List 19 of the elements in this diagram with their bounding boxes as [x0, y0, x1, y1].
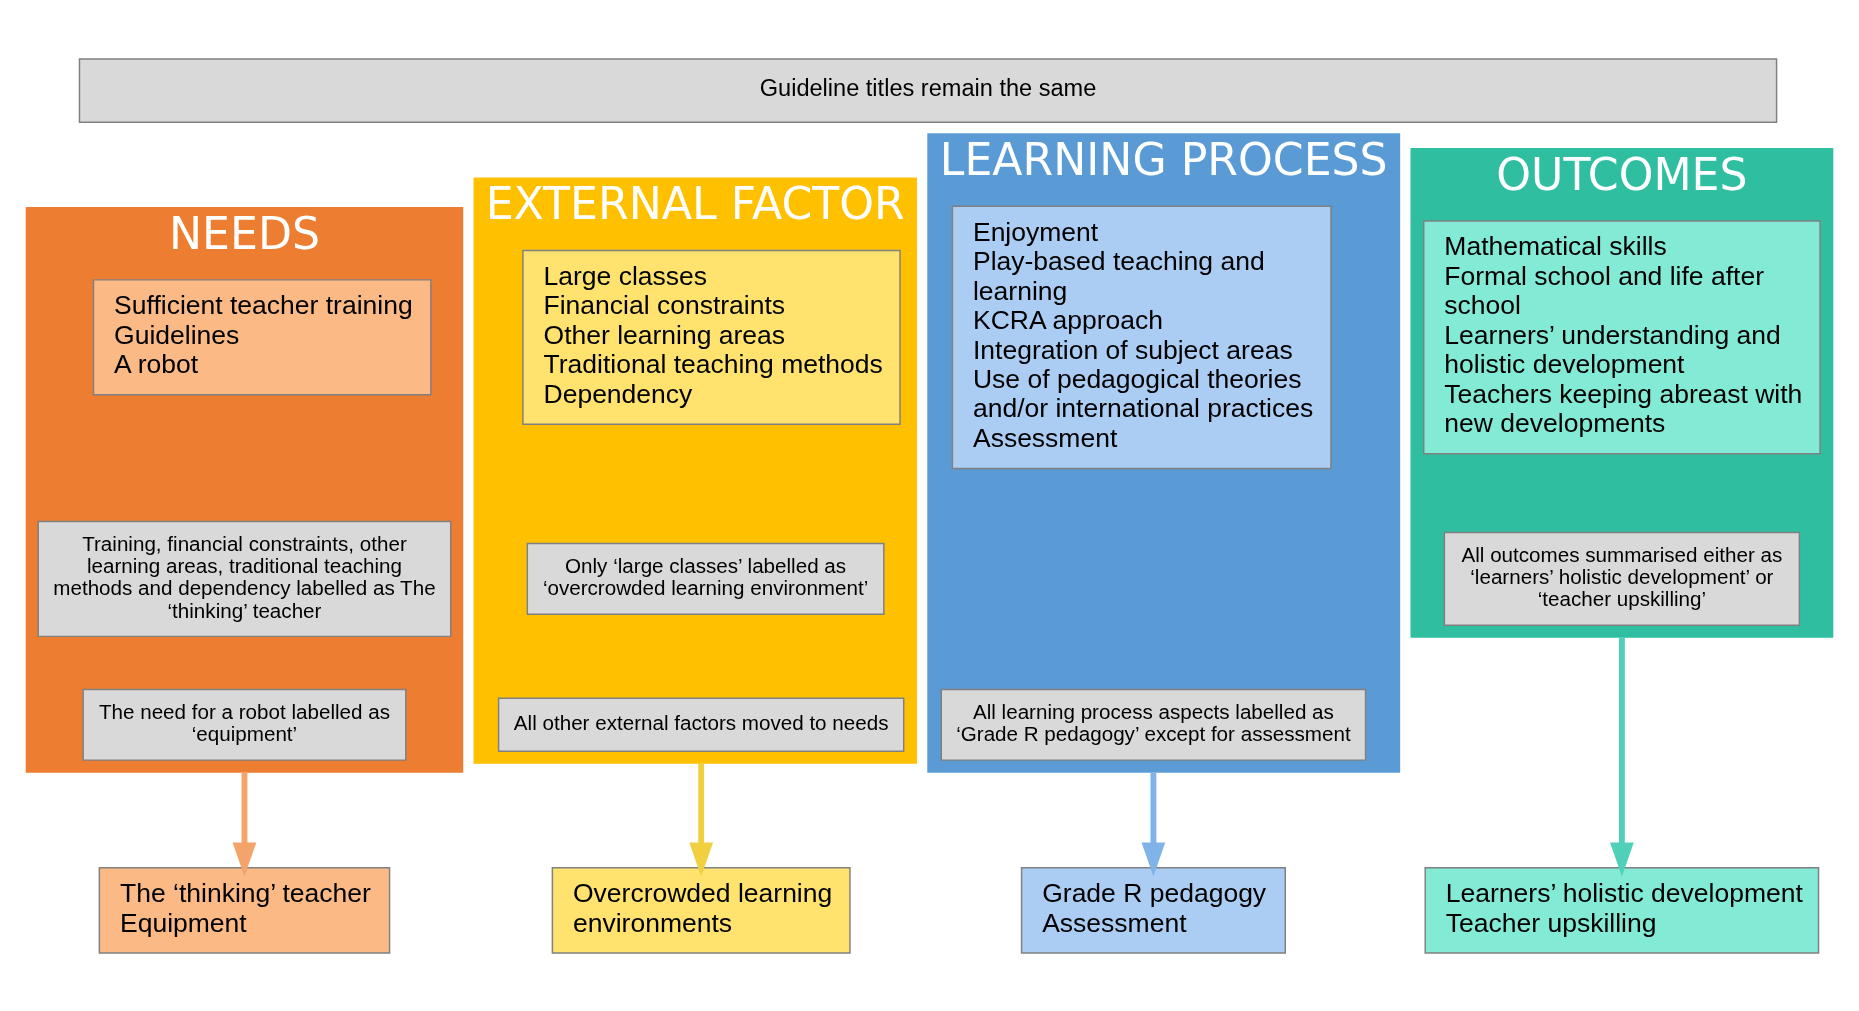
- node-box: Training, financial constraints, other learning areas, traditional teaching methods and dependency labelled as The ‘thinking’ teacher: [37, 520, 452, 637]
- node-box: Mathematical skills Formal school and life after school Learners’ understanding and holistic development Teachers keeping abreast with new developments: [1423, 219, 1821, 454]
- node-box: Large classes Financial constraints Other learning areas Traditional teaching methods Dependency: [522, 249, 901, 425]
- arrow: [1141, 771, 1166, 876]
- arrow: [1610, 636, 1634, 876]
- arrow: [232, 771, 257, 876]
- node-box: Only ‘large classes’ labelled as ‘overcrowded learning environment’: [526, 542, 885, 615]
- arrow: [689, 762, 714, 876]
- node-box: Sufficient teacher training Guidelines A robot: [92, 278, 432, 395]
- node-box: Grade R pedagogy Assessment: [1020, 866, 1286, 954]
- node-box: Enjoyment Play-based teaching and learning KCRA approach Integration of subject areas Use of pedagogical theories and/or international practices Assessment: [951, 204, 1332, 469]
- node-box: All outcomes summarised either as ‘learners’ holistic development’ or ‘teacher upskilling’: [1443, 531, 1801, 626]
- node-box: Guideline titles remain the same: [78, 57, 1778, 123]
- node-box: Overcrowded learning environments: [551, 866, 851, 954]
- node-box: All other external factors moved to needs: [497, 697, 905, 752]
- node-box: All learning process aspects labelled as ‘Grade R pedagogy’ except for assessment: [940, 688, 1367, 761]
- node-box: The ‘thinking’ teacher Equipment: [98, 866, 391, 954]
- node-box: Learners’ holistic development Teacher upskilling: [1424, 866, 1820, 954]
- node-box: The need for a robot labelled as ‘equipment’: [82, 688, 407, 761]
